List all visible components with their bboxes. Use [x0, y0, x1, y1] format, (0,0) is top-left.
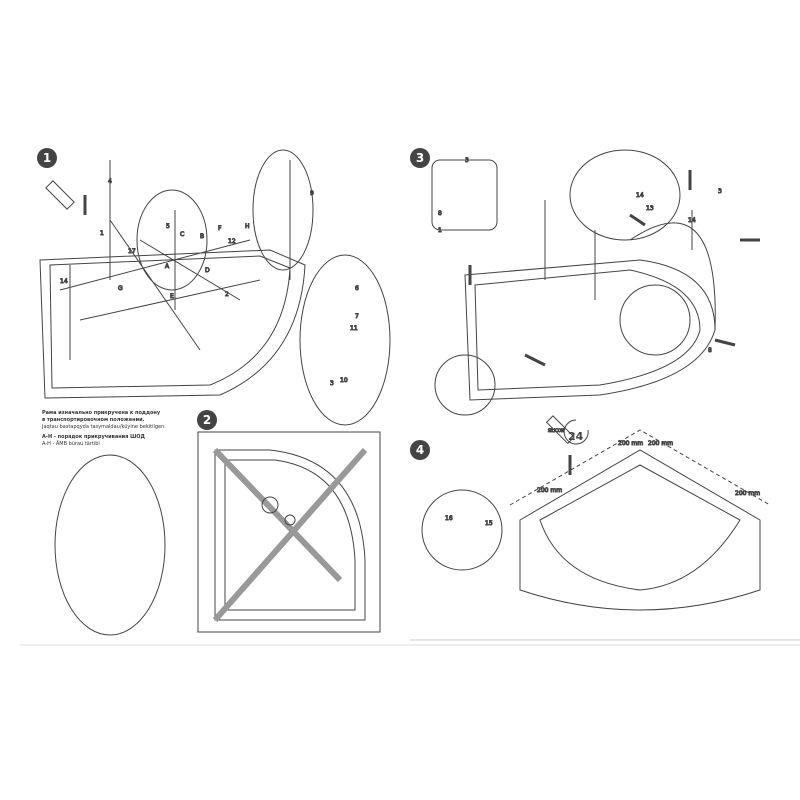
part-label: 1: [438, 227, 442, 234]
note-line: Jaqtau bastapqyda tasymaldau/küyine beki…: [42, 424, 166, 430]
part-label: 11: [350, 325, 358, 332]
part-label: F: [218, 225, 222, 232]
step4-dimension-labels: 200 mm 200 mm 200 mm 200 mm 24 16 15: [445, 430, 761, 528]
silicone-tube-label: SILICON: [548, 428, 564, 433]
part-label: H: [245, 223, 250, 230]
part-label: 17: [128, 248, 136, 255]
step-badge-4: 4: [410, 440, 430, 460]
part-label: 14: [636, 192, 644, 199]
step-badge-1: 1: [37, 148, 57, 168]
step-badge-2: 2: [197, 410, 217, 430]
part-label: C: [180, 231, 184, 238]
part-label: 13: [646, 205, 654, 212]
part-label: 4: [108, 178, 112, 185]
part-label: 5: [166, 223, 170, 230]
part-label: 6: [355, 285, 359, 292]
step2-diagram: [197, 431, 381, 633]
part-label: 8: [438, 210, 442, 217]
part-label: 3: [465, 157, 469, 164]
cure-hours: 24: [568, 430, 584, 443]
step-badge-3: 3: [410, 148, 430, 168]
note-line: A-H - ÄMB bürau tärtibi: [42, 441, 100, 447]
part-label: 14: [60, 278, 68, 285]
step3-diagram: [431, 149, 760, 416]
part-label: 1: [100, 230, 104, 237]
part-label: D: [205, 267, 210, 274]
dim-label: 200 mm: [735, 490, 760, 497]
detail-label: 15: [485, 520, 493, 527]
part-label: G: [118, 285, 123, 292]
part-label: 3: [718, 188, 722, 195]
note-line: A-H - порядок прикручивания ШОД: [42, 434, 146, 440]
note-line: Рама изначально прикручена к поддону: [42, 410, 161, 416]
part-label: 9: [310, 190, 314, 197]
part-label: 7: [355, 313, 359, 320]
part-label: 3: [330, 380, 334, 387]
part-label: B: [200, 233, 204, 240]
part-label: E: [170, 293, 174, 300]
frame-instructions-note: Рама изначально прикручена к поддону в т…: [42, 410, 212, 448]
part-label: 12: [228, 238, 236, 245]
step4-diagram: [410, 415, 800, 641]
note-line: в транспортировочном положении.: [42, 417, 145, 423]
part-label: 8: [708, 347, 712, 354]
part-label: A: [165, 263, 170, 270]
dim-label: 200 mm: [618, 440, 643, 447]
part-label: 10: [340, 377, 348, 384]
step1-diagram: [39, 149, 391, 636]
detail-label: 16: [445, 515, 453, 522]
part-label: 14: [688, 217, 696, 224]
dim-label: 200 mm: [648, 440, 673, 447]
part-label: 2: [225, 291, 229, 298]
dim-label: 200 mm: [537, 487, 562, 494]
